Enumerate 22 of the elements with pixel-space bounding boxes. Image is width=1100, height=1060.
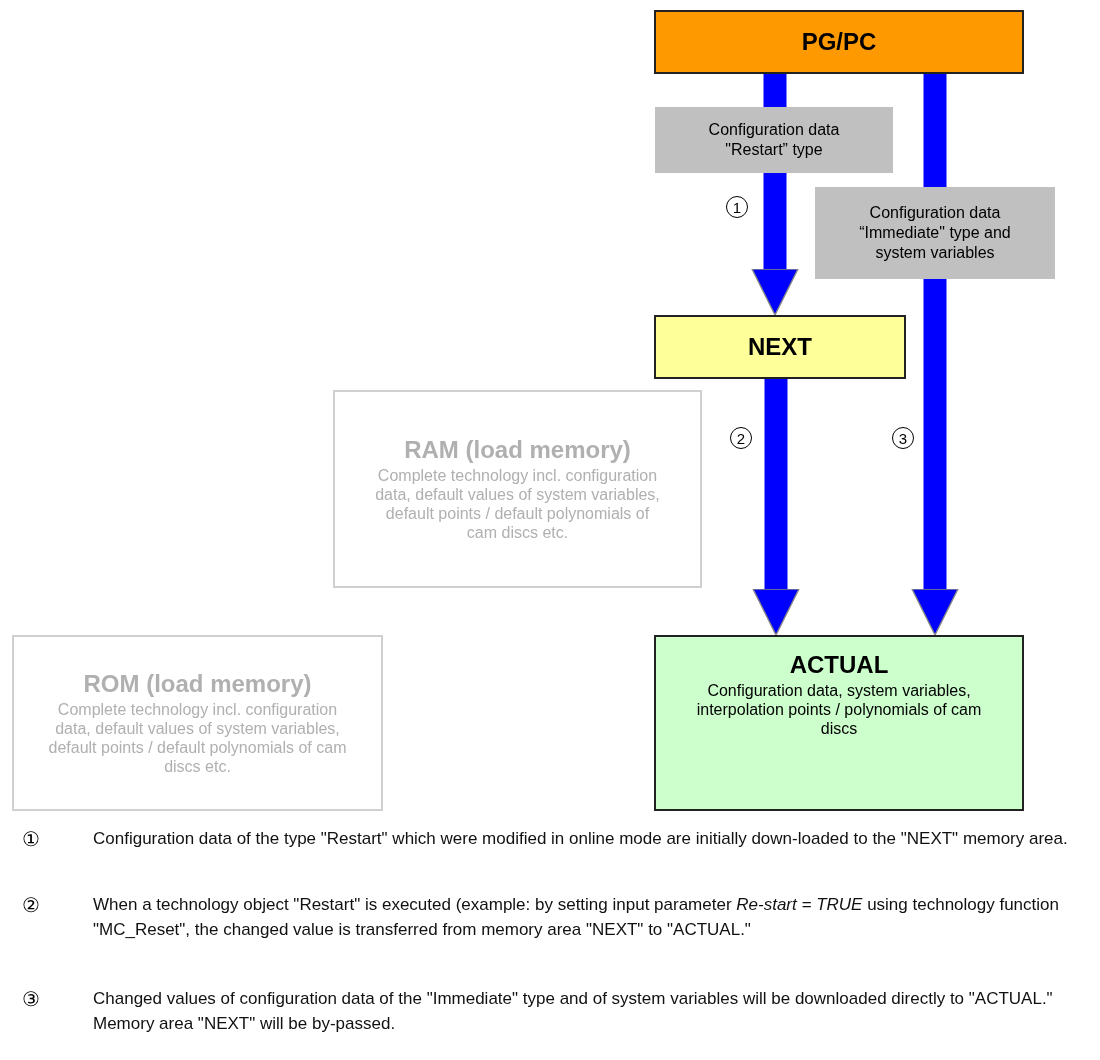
memory-box bbox=[12, 635, 383, 811]
edge-label: Configuration data “Immediate" type and system variables bbox=[815, 187, 1055, 279]
memory-box bbox=[333, 390, 702, 588]
note-text: Changed values of configuration data of the "Immediate" type and of system variables will be downloaded directly to "ACTUAL." Memory area "NEXT" will be by-passed. bbox=[93, 988, 1054, 1035]
device-box bbox=[654, 10, 1024, 74]
note-text: When a technology object "Restart" is executed (example: by setting input parameter Re-start = TRUE using technology function "MC_Reset", the changed value is transferred from memory area "NEXT" to "ACTUAL." bbox=[93, 894, 1060, 941]
box-title: PG/PC bbox=[801, 28, 877, 56]
box-title: ROM (load memory) bbox=[83, 669, 312, 698]
note-text: Configuration data of the type "Restart" which were modified in online mode are initially down-loaded to the "NEXT" memory area. bbox=[93, 828, 1068, 850]
arrow bbox=[752, 379, 800, 636]
edge-label: Configuration data "Restart” type bbox=[655, 107, 893, 173]
box-description: Configuration data, system variables, interpolation points / polynomials of cam discs bbox=[696, 681, 982, 739]
callout-number: ③ bbox=[22, 987, 40, 1011]
box-description: Complete technology incl. configuration data, default values of system variables, default points / default polynomials of cam discs etc. bbox=[374, 465, 661, 543]
memory-area-box bbox=[654, 315, 906, 379]
callout-number: ② bbox=[22, 893, 40, 917]
box-title: ACTUAL bbox=[789, 651, 889, 679]
callout-number: ① bbox=[22, 827, 40, 851]
box-description: Complete technology incl. configuration data, default values of system variables, default points / default polynomials of cam discs etc. bbox=[48, 699, 347, 777]
box-title: RAM (load memory) bbox=[404, 435, 631, 464]
memory-area-box bbox=[654, 635, 1024, 811]
box-title: NEXT bbox=[748, 333, 812, 361]
